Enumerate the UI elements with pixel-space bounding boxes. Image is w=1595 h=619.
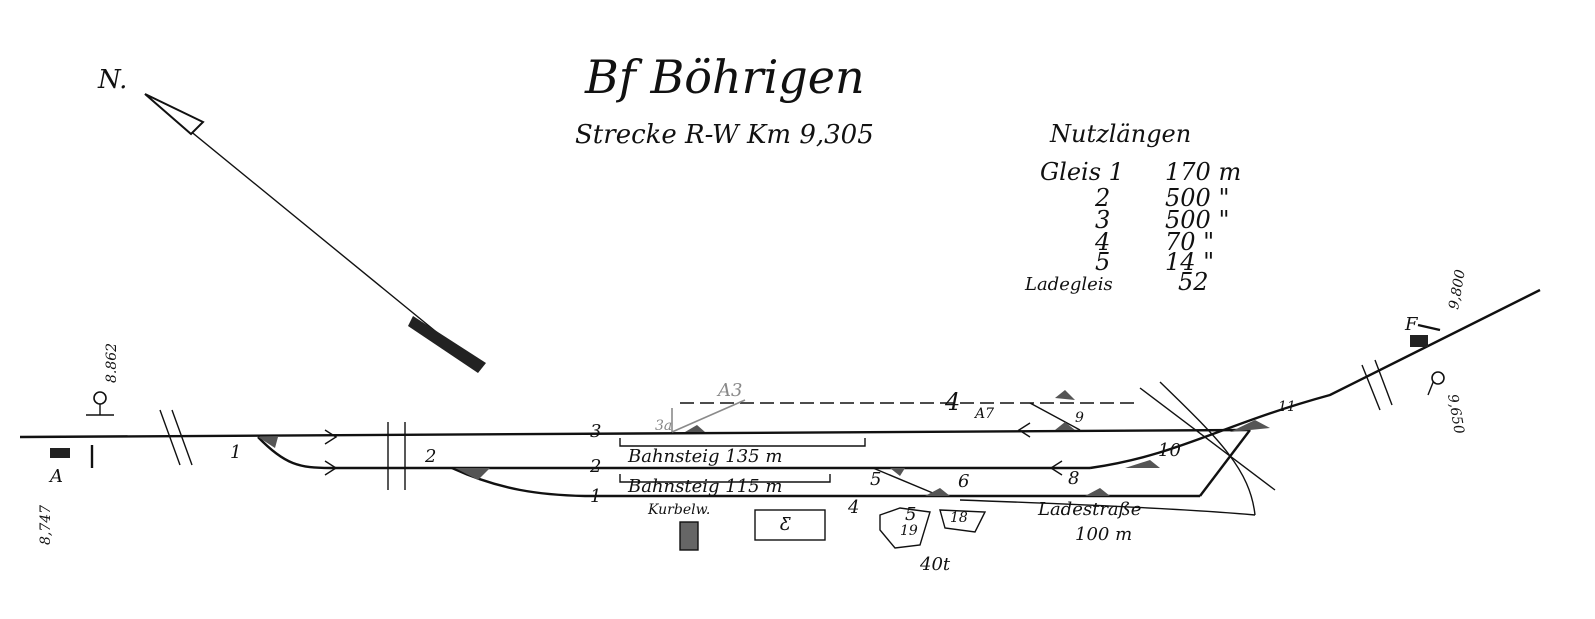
switch-number: A3 [716, 380, 742, 401]
switch-number: 9 [1075, 410, 1084, 426]
switch-number: 5 [870, 469, 881, 490]
lengths-row-value: 14 " [1165, 248, 1214, 276]
lengths-row-value: 170 m [1165, 158, 1241, 186]
track-number: 18 [950, 510, 968, 526]
building-icon [754, 509, 826, 541]
switch-number: 3a [655, 418, 672, 434]
track-lines [19, 288, 1541, 516]
lengths-row-name: 3 [1095, 206, 1110, 234]
switch-number: 11 [1278, 399, 1296, 415]
lengths-row-name: 5 [1095, 248, 1110, 276]
switch-number: 2 [424, 446, 436, 467]
lengths-row-name: Gleis 1 [1040, 158, 1124, 186]
track-number: 1 [590, 486, 601, 507]
loading-road-length: 100 m [1075, 524, 1132, 545]
signal-letter: F [1404, 314, 1419, 335]
km-marker: 9,650 [1444, 393, 1467, 435]
lengths-row-name: Ladegleis [1024, 274, 1113, 295]
platform-label: Bahnsteig 135 m [627, 446, 782, 467]
section-marks [159, 359, 1393, 490]
lengths-row-name: 4 [1094, 228, 1110, 256]
switch-number: 8 [1068, 468, 1079, 489]
lengths-row-name: 2 [1094, 184, 1110, 212]
lengths-row-value: 500 " [1165, 206, 1229, 234]
lengths-heading: Nutzlängen [1049, 120, 1191, 148]
usable-lengths-table: Nutzlängen Gleis 1 170 m 2 500 " 3 500 "… [1024, 120, 1241, 296]
platforms: Bahnsteig 135 m Bahnsteig 115 m [619, 438, 866, 497]
km-marker: 8.862 [104, 343, 120, 383]
signal-left: A [48, 391, 114, 487]
north-arrow-icon [144, 93, 486, 373]
load-capacity: 40t [919, 554, 951, 575]
old-track-lines [671, 399, 746, 433]
loading-area: 19 18 40t [879, 507, 987, 575]
route-subtitle: Strecke R-W Km 9,305 [575, 120, 874, 150]
signal-right: F [1404, 314, 1445, 396]
track-number: 3 [590, 421, 601, 442]
km-marker: 9,800 [1446, 268, 1469, 310]
loading-road-label: Ladestraße [1037, 499, 1141, 520]
track-number: 19 [900, 523, 918, 539]
switch-hatch-marks [258, 390, 1270, 496]
direction-arrows [324, 422, 1063, 476]
signal-letter: A [48, 466, 63, 487]
crank-label: Kurbelw. [647, 502, 710, 518]
switch-number: 1 [230, 442, 241, 463]
crank-house: Kurbelw. [647, 502, 710, 551]
lengths-row-value: 500 " [1165, 184, 1229, 212]
switch-number: 10 [1158, 440, 1181, 461]
track-number: 5 [905, 504, 916, 525]
lengths-row-value: 70 " [1165, 228, 1214, 256]
switch-number: 4 [847, 497, 859, 518]
building-mark: Ƹ [780, 514, 791, 535]
platform-label: Bahnsteig 115 m [627, 476, 782, 497]
switch-number: A7 [973, 406, 994, 422]
station-title: Bf Böhrigen [584, 50, 865, 104]
north-label: N. [97, 65, 127, 95]
track-number: 4 [944, 388, 960, 416]
lengths-row-value: 52 [1178, 268, 1209, 296]
switch-number: 6 [958, 471, 969, 492]
km-marker: 8,747 [38, 505, 54, 545]
track-number: 2 [589, 456, 601, 477]
